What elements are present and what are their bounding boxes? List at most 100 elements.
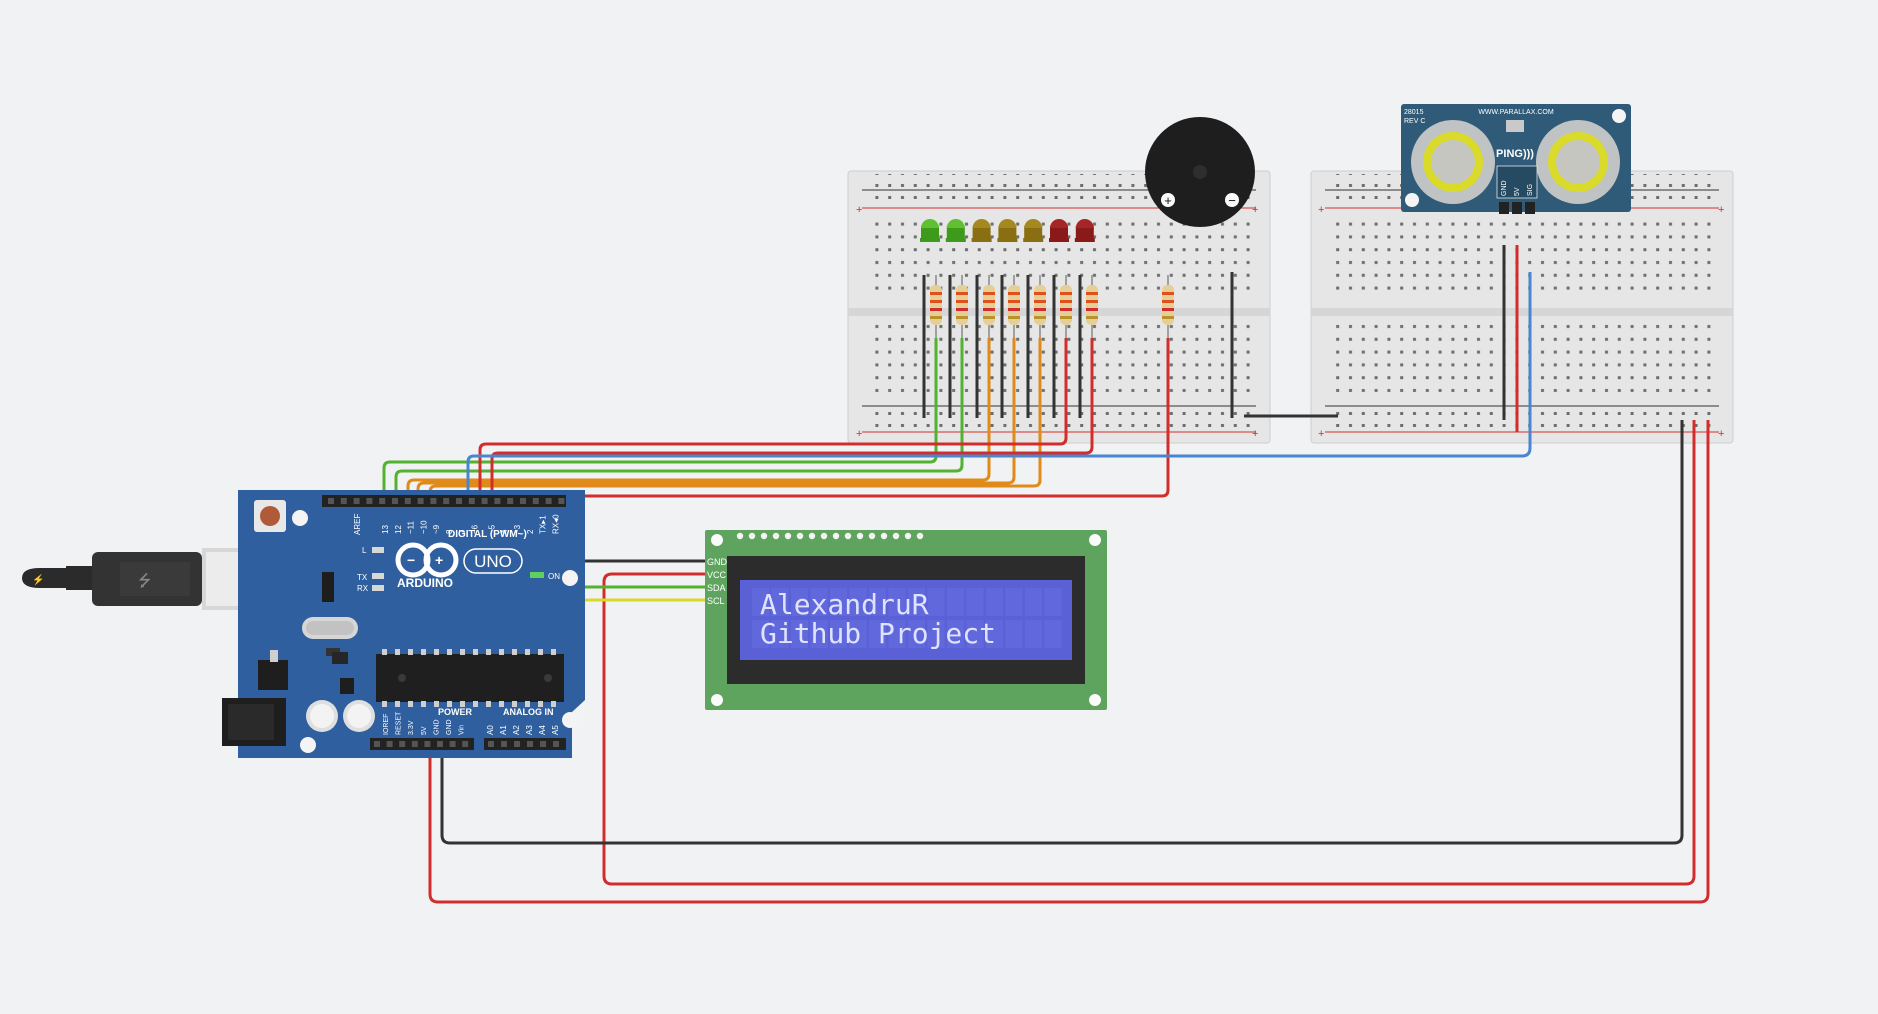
tx-led-label: TX [357,573,368,582]
piezo-buzzer[interactable]: + − [1145,117,1255,227]
ping-rev: REV C [1404,118,1425,125]
resistor-8[interactable] [1162,275,1174,338]
led-1[interactable] [920,219,940,242]
breadboard-right: + + + + [1310,170,1734,444]
buzzer-minus-label: − [1228,193,1236,208]
digital-pin-label: 8 [445,529,454,534]
led-5[interactable] [1023,219,1044,242]
bottom-header-holes [374,741,559,747]
analog-pin-label: A0 [486,725,495,735]
wire-arduino-gnd[interactable] [440,420,1684,845]
ping-pin-sig: SIG [1527,184,1534,196]
uno-label: UNO [474,552,512,571]
bb1-plus-label: + [856,204,862,216]
power-pin-label: 5V [421,726,428,735]
buzzer-plus-label: + [1164,193,1172,208]
led-6[interactable] [1049,219,1069,242]
lcd-pin-gnd: GND [707,557,728,567]
led-4[interactable] [997,219,1018,242]
rx-led-label: RX [357,584,369,593]
bb1-plus-label-bottom: + [856,428,862,440]
analog-pin-label: A1 [499,725,508,735]
digital-pin-label: ~9 [432,524,441,534]
digital-pin-label: 4 [500,529,509,534]
lcd-header-pins [736,532,924,540]
svg-text:−: − [407,552,415,568]
aref-label: AREF [353,514,362,535]
lcd-line-2: Github Project [760,617,996,650]
digital-pin-label: ~5 [487,524,496,534]
leds [920,219,1095,242]
usb-bolt-icon: ⚡ [32,573,44,586]
digital-pin-label: 12 [394,525,403,534]
wire-pin13[interactable] [382,420,938,500]
led-3[interactable] [971,219,992,242]
l-led-label: L [362,546,367,555]
lcd-cells [752,588,1062,648]
digital-pin-label: 13 [381,525,390,534]
ping-ultrasonic-sensor[interactable]: 28015 REV C WWW.PARALLAX.COM PING))) GND… [1401,104,1631,214]
resistor-5[interactable] [1034,275,1046,338]
power-label: POWER [438,707,473,717]
on-led-label: ON [548,572,560,581]
resistor-2[interactable] [956,275,968,338]
ping-pin-gnd: GND [1501,180,1508,196]
power-header [370,738,474,750]
power-pin-label: RESET [396,711,403,735]
wire-pin9[interactable] [428,420,1042,500]
wire-ping-sig[interactable] [466,272,1532,500]
resistor-3[interactable] [983,275,995,338]
chip-legs [382,649,556,707]
bb2-plus-label-bottom-right: + [1718,428,1724,440]
ping-brand: PING))) [1496,148,1534,160]
resistor-6[interactable] [1060,275,1072,338]
digital-pin-label: 7 [458,529,467,534]
lcd-pin-vcc: VCC [707,570,727,580]
resistor-1[interactable] [930,275,942,338]
digital-pin-label: TX▸1 [539,515,548,534]
digital-pin-label: ~3 [513,524,522,534]
atmega-chip [376,654,564,702]
lcd-line-1: AlexandruR [760,588,929,621]
ping-url: WWW.PARALLAX.COM [1478,109,1553,116]
lcd-pin-scl: SCL [707,596,725,606]
wire-pin11[interactable] [406,420,991,500]
led-2[interactable] [945,219,966,242]
arduino-logo: − + [395,542,459,578]
led-7[interactable] [1074,219,1095,242]
bb2-plus-label: + [1318,204,1324,216]
arduino-brand: ARDUINO [397,576,453,590]
resistor-7[interactable] [1086,275,1098,338]
wires [330,245,1710,904]
svg-text:+: + [435,552,443,568]
ping-transducer-left [1411,120,1495,204]
bb1-plus-label-right: + [1252,204,1258,216]
resistor-4[interactable] [1008,275,1020,338]
wire-buzzer-pin3[interactable] [520,338,1170,500]
bb2-plus-label-right: + [1718,204,1724,216]
wire-pin10[interactable] [416,420,1016,500]
digital-pin-label: RX◂0 [551,514,560,534]
digital-pin-label: ~11 [407,520,416,534]
analog-pin-label: A2 [512,725,521,735]
digital-pin-label: ~6 [471,524,480,534]
analog-label: ANALOG IN [503,707,554,717]
wire-arduino-5v[interactable] [428,420,1710,904]
digital-pin-label: ~10 [419,520,428,534]
resistors [930,275,1174,338]
ping-transducer-right [1536,120,1620,204]
lcd-16x2-i2c[interactable]: AlexandruR Github Project GND VCC SDA SC… [705,530,1107,710]
reset-button[interactable] [260,506,280,526]
power-pin-label: 3.3V [408,720,415,735]
analog-pin-label: A4 [538,725,547,735]
analog-pin-label: A5 [551,725,560,735]
wire-pin12[interactable] [394,420,964,500]
power-pin-label: Vin [459,725,466,735]
wire-lcd-vcc[interactable] [602,420,1696,886]
wire-pin6[interactable] [478,420,1068,500]
